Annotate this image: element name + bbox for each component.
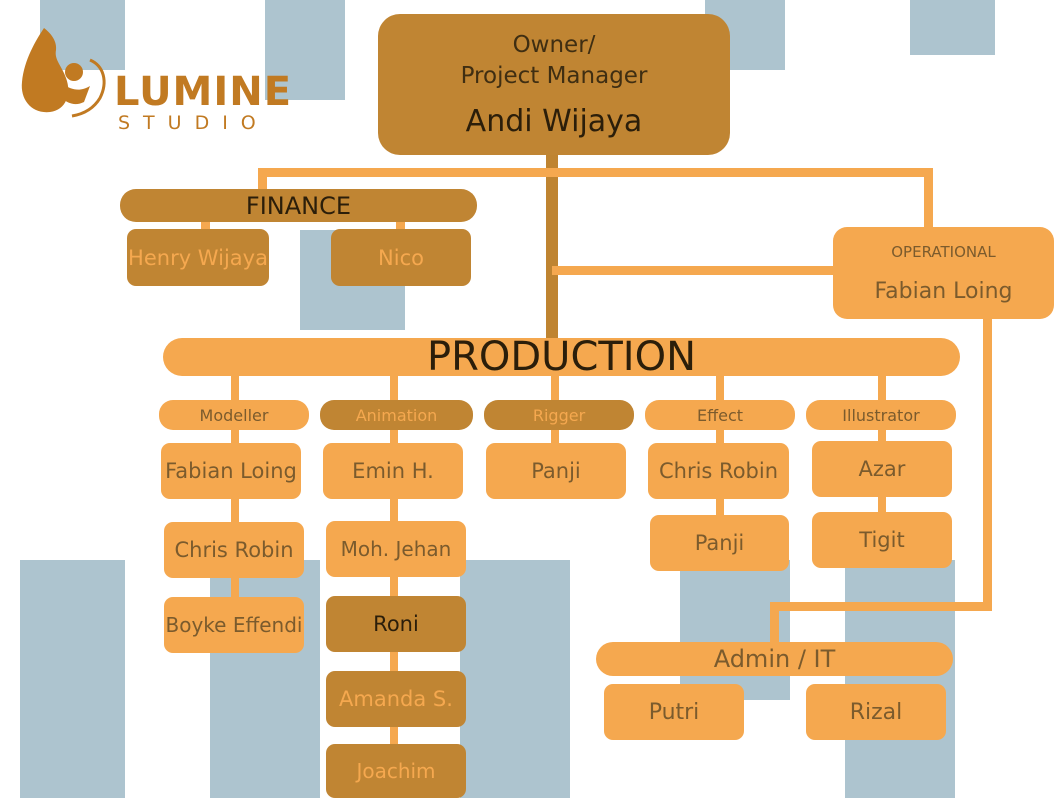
effect-member: Panji xyxy=(650,515,789,571)
finance-member-henry: Henry Wijaya xyxy=(127,229,269,286)
owner-role-line1: Owner/ xyxy=(512,32,596,58)
admin-it-member-rizal: Rizal xyxy=(806,684,946,740)
operational-box: OPERATIONAL Fabian Loing xyxy=(833,227,1054,319)
operational-name: Fabian Loing xyxy=(874,278,1013,304)
production-header: PRODUCTION xyxy=(163,338,960,376)
animation-member: Moh. Jehan xyxy=(326,521,466,577)
owner-role-line2: Project Manager xyxy=(460,63,648,89)
dept-modeller: Modeller xyxy=(159,400,309,430)
dept-rigger: Rigger xyxy=(484,400,634,430)
admin-it-header: Admin / IT xyxy=(596,642,953,676)
admin-it-member-putri: Putri xyxy=(604,684,744,740)
rigger-member: Panji xyxy=(486,443,626,499)
effect-member: Chris Robin xyxy=(648,443,789,499)
owner-box: Owner/ Project Manager Andi Wijaya xyxy=(378,14,730,155)
dept-animation: Animation xyxy=(320,400,473,430)
logo-figure-icon xyxy=(21,28,106,118)
finance-member-nico: Nico xyxy=(331,229,471,286)
operational-title: OPERATIONAL xyxy=(891,242,996,261)
lumine-studio-logo: LUMINE STUDIO xyxy=(14,20,291,133)
logo-title: LUMINE xyxy=(114,69,293,115)
dept-illustrator: Illustrator xyxy=(806,400,956,430)
animation-member: Amanda S. xyxy=(326,671,466,727)
modeller-member: Chris Robin xyxy=(164,522,304,578)
animation-member: Emin H. xyxy=(323,443,463,499)
logo-subtitle: STUDIO xyxy=(118,112,269,134)
illustrator-member: Tigit xyxy=(812,512,952,568)
modeller-member: Boyke Effendi xyxy=(164,597,304,653)
illustrator-member: Azar xyxy=(812,441,952,497)
animation-member: Roni xyxy=(326,596,466,652)
modeller-member: Fabian Loing xyxy=(161,443,301,499)
animation-member: Joachim xyxy=(326,744,466,798)
owner-name: Andi Wijaya xyxy=(465,104,643,139)
dept-effect: Effect xyxy=(645,400,795,430)
finance-header: FINANCE xyxy=(120,189,477,222)
